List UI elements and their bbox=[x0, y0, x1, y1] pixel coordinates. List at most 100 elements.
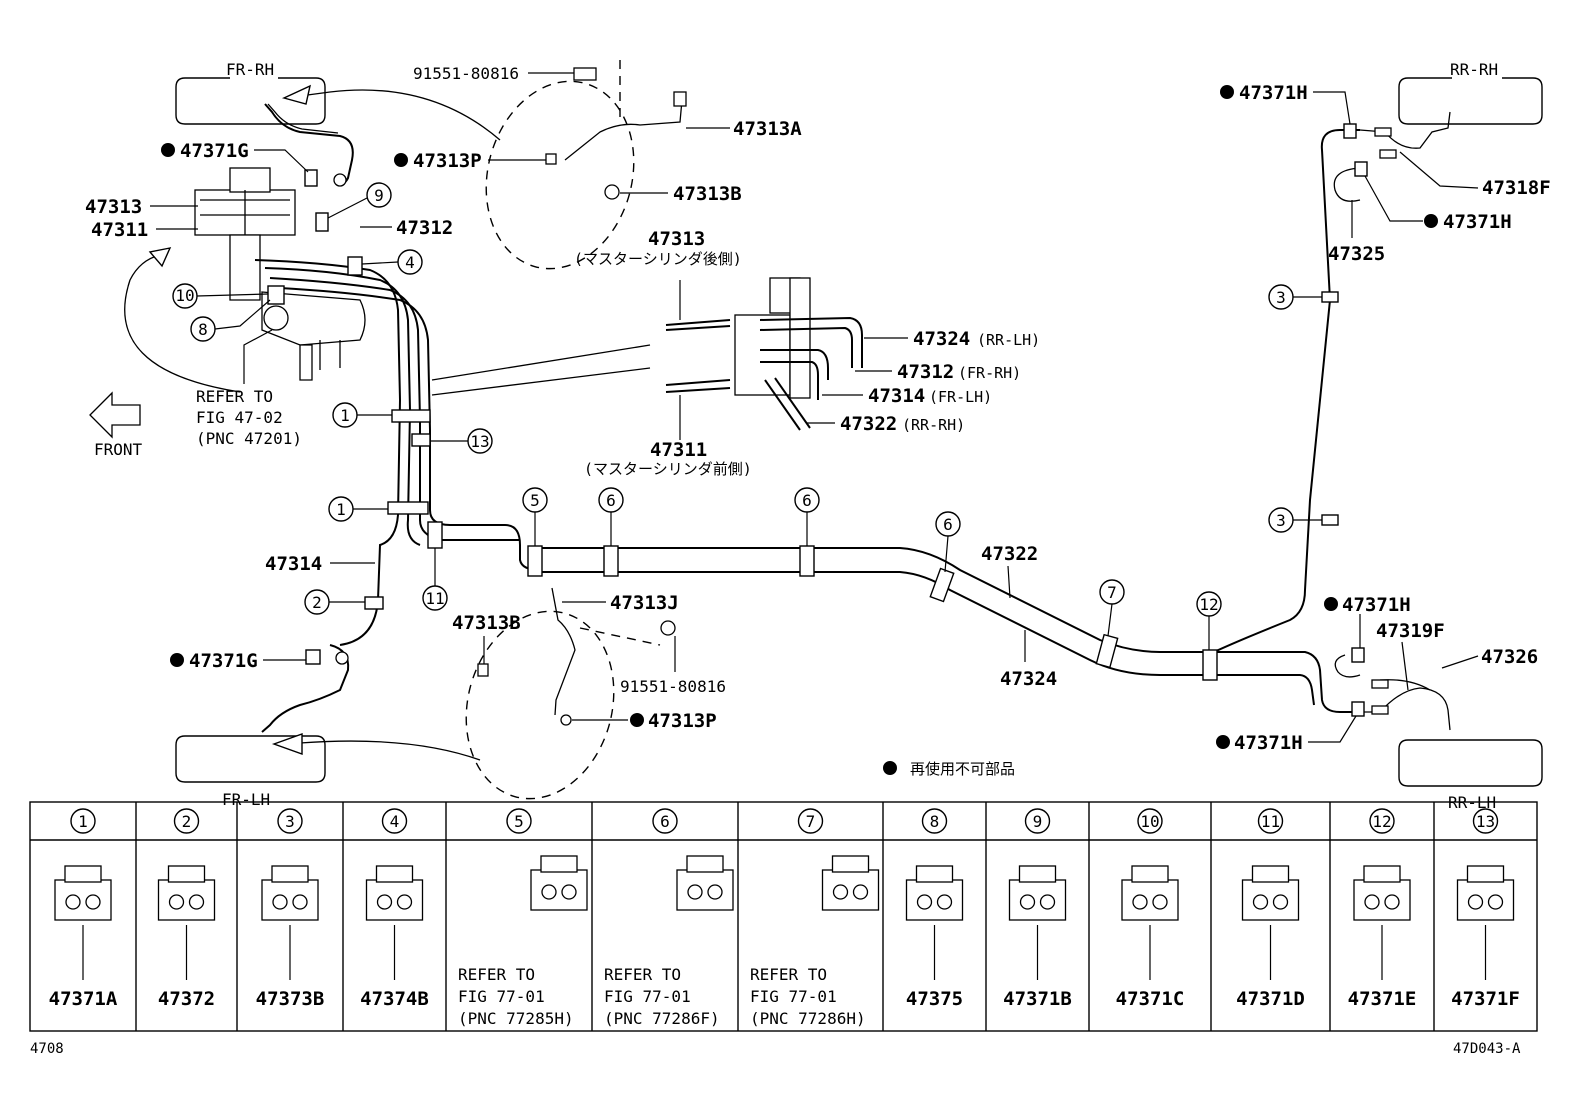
svg-text:(PNC 77285H): (PNC 77285H) bbox=[458, 1009, 574, 1028]
marker-4: 4 bbox=[361, 249, 423, 275]
svg-text:4: 4 bbox=[405, 253, 415, 272]
svg-text:REFER TO: REFER TO bbox=[750, 965, 827, 984]
callout-47371H-3: 47371H bbox=[1324, 594, 1411, 648]
svg-text:47375: 47375 bbox=[906, 988, 963, 1010]
svg-text:7: 7 bbox=[1107, 583, 1117, 602]
callout-47313B-top: 47313B bbox=[620, 183, 742, 205]
svg-text:8: 8 bbox=[198, 320, 208, 339]
svg-text:91551-80816: 91551-80816 bbox=[413, 64, 519, 83]
svg-text:47325: 47325 bbox=[1328, 243, 1385, 265]
svg-text:47372: 47372 bbox=[158, 988, 215, 1010]
callout-bolt-top: 91551-80816 bbox=[413, 64, 574, 83]
svg-text:47313: 47313 bbox=[85, 196, 142, 218]
svg-text:47319F: 47319F bbox=[1376, 620, 1445, 642]
svg-text:FRONT: FRONT bbox=[94, 440, 143, 459]
svg-text:47371H: 47371H bbox=[1342, 594, 1411, 616]
svg-text:5: 5 bbox=[530, 491, 540, 510]
svg-text:47326: 47326 bbox=[1481, 646, 1538, 668]
svg-text:2: 2 bbox=[312, 593, 322, 612]
svg-text:FIG 77-01: FIG 77-01 bbox=[604, 987, 691, 1006]
callout-47313J: 47313J bbox=[562, 592, 679, 614]
svg-text:47314: 47314 bbox=[265, 553, 322, 575]
fr-lh-hose bbox=[261, 644, 350, 733]
svg-text:9: 9 bbox=[374, 186, 384, 205]
clip-part-icon bbox=[1241, 865, 1300, 921]
svg-text:47313P: 47313P bbox=[413, 150, 482, 172]
callout-47371G-bot: 47371G bbox=[170, 650, 306, 672]
svg-text:47374B: 47374B bbox=[360, 988, 429, 1010]
svg-text:3: 3 bbox=[285, 812, 295, 831]
svg-text:47311: 47311 bbox=[91, 219, 148, 241]
master-cylinder bbox=[194, 167, 366, 381]
svg-text:12: 12 bbox=[1372, 812, 1391, 831]
rr-joints bbox=[1343, 123, 1397, 717]
clip-part-icon bbox=[1353, 865, 1411, 921]
svg-text:1: 1 bbox=[340, 406, 350, 425]
clip-part-icon bbox=[821, 855, 880, 911]
svg-text:6: 6 bbox=[802, 491, 812, 510]
callout-47314: 47314 bbox=[265, 553, 375, 575]
fr-lh-detail-ellipse bbox=[465, 587, 676, 800]
clip-part-icon bbox=[676, 855, 734, 911]
svg-text:REFER TO: REFER TO bbox=[604, 965, 681, 984]
svg-text:47318F: 47318F bbox=[1482, 177, 1551, 199]
svg-text:47371G: 47371G bbox=[189, 650, 258, 672]
callout-47313B-bot: 47313B bbox=[452, 612, 521, 664]
svg-text:5: 5 bbox=[514, 812, 524, 831]
corner-label-rr-rh: RR-RH bbox=[1450, 60, 1498, 79]
svg-text:47371B: 47371B bbox=[1003, 988, 1072, 1010]
svg-text:REFER TO: REFER TO bbox=[196, 387, 273, 406]
marker-2: 2 bbox=[304, 589, 365, 615]
callout-47371H-4: 47371H bbox=[1216, 715, 1357, 754]
svg-text:47371E: 47371E bbox=[1348, 988, 1417, 1010]
callout-47313P-top: 47313P bbox=[394, 150, 546, 172]
callout-47319F: 47319F bbox=[1376, 620, 1445, 691]
table-column: 8 47375 bbox=[905, 808, 964, 1010]
svg-text:6: 6 bbox=[943, 515, 953, 534]
svg-text:(マスターシリンダ前側): (マスターシリンダ前側) bbox=[584, 460, 752, 478]
svg-text:FIG 77-01: FIG 77-01 bbox=[458, 987, 545, 1006]
corner-fr-lh: FR-LH bbox=[175, 735, 326, 809]
marker-6c: 6 bbox=[935, 511, 961, 573]
marker-1b: 1 bbox=[328, 496, 388, 522]
corner-rr-lh: RR-LH bbox=[1398, 739, 1543, 812]
clip-part-icon bbox=[905, 865, 964, 921]
svg-text:47371H: 47371H bbox=[1239, 82, 1308, 104]
svg-text:(RR-RH): (RR-RH) bbox=[902, 416, 965, 434]
arrow-fr-lh-head bbox=[271, 733, 303, 755]
marker-3b: 3 bbox=[1268, 507, 1322, 533]
corner-label-fr-rh: FR-RH bbox=[226, 60, 274, 79]
marker-7: 7 bbox=[1099, 579, 1125, 637]
svg-text:6: 6 bbox=[606, 491, 616, 510]
corner-label-fr-lh: FR-LH bbox=[222, 790, 270, 809]
marker-6a: 6 bbox=[598, 487, 624, 546]
marker-9: 9 bbox=[327, 182, 392, 219]
svg-text:FIG 47-02: FIG 47-02 bbox=[196, 408, 283, 427]
callout-47313A: 47313A bbox=[686, 118, 802, 140]
table-column: 3 47373B bbox=[256, 808, 325, 1010]
svg-text:47373B: 47373B bbox=[256, 988, 325, 1010]
svg-text:8: 8 bbox=[930, 812, 940, 831]
callout-47371G-top: 47371G bbox=[161, 140, 309, 173]
svg-text:47313J: 47313J bbox=[610, 592, 679, 614]
svg-text:47312: 47312 bbox=[396, 217, 453, 239]
svg-text:13: 13 bbox=[470, 432, 489, 451]
svg-text:12: 12 bbox=[1199, 595, 1218, 614]
svg-text:11: 11 bbox=[1261, 812, 1280, 831]
svg-text:REFER TO: REFER TO bbox=[458, 965, 535, 984]
svg-text:3: 3 bbox=[1276, 288, 1286, 307]
refer-note-master-cylinder: REFER TO FIG 47-02 (PNC 47201) bbox=[196, 329, 302, 448]
corner-rr-rh: RR-RH bbox=[1398, 60, 1543, 125]
svg-text:3: 3 bbox=[1276, 511, 1286, 530]
clip-part-icon bbox=[365, 865, 424, 921]
svg-text:47311: 47311 bbox=[650, 439, 707, 461]
